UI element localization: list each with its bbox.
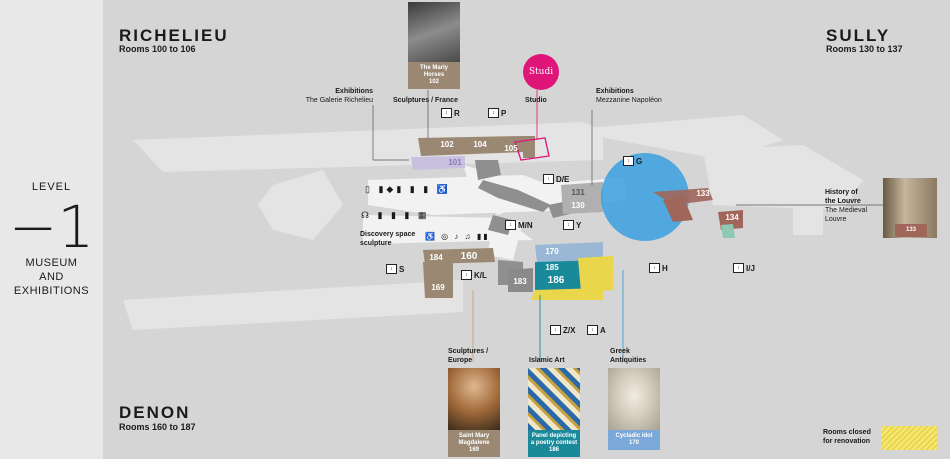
elevator-icon: ↕ (505, 220, 516, 230)
elevator-icon: ↕ (441, 108, 452, 118)
elevator-icon: ↕ (649, 263, 660, 273)
room-183[interactable]: 183 (513, 276, 527, 286)
toilets-icon: ▯ ▮◆▮ ▮ ▮ ♿ (365, 184, 451, 194)
level-number: −1 (8, 193, 95, 261)
wing-richelieu: RICHELIEU (119, 26, 229, 45)
access-DE[interactable]: ↕D/E (543, 174, 569, 184)
elevator-icon: ↕ (587, 325, 598, 335)
museum-map[interactable]: RICHELIEU Rooms 100 to 106 SULLY Rooms 1… (103, 0, 950, 459)
studio-label[interactable]: Studio (525, 97, 547, 104)
elevator-icon: ↕ (563, 220, 574, 230)
room-133[interactable]: 133 (696, 189, 710, 198)
room-170[interactable]: 170 (545, 247, 559, 256)
elevator-icon: ↕ (543, 174, 554, 184)
accessibility-icon: ♿ ◎ ♪ ♫ ▮▮ (425, 232, 490, 241)
wing-sully: SULLY (826, 26, 891, 45)
access-ZX[interactable]: ↕Z/X (550, 325, 575, 335)
room-131[interactable]: 131 (571, 187, 585, 197)
room-160[interactable]: 160 (460, 250, 478, 262)
room-130[interactable]: 130 (571, 200, 585, 210)
elevator-icon: ↕ (623, 156, 634, 166)
sculptures-europe-label[interactable]: Sculptures /Europe (448, 348, 489, 364)
audioguide-icon: ☊ ▮ ▮ ▮ ▦ (361, 210, 430, 220)
level-panel: LEVEL −1 MUSEUM AND EXHIBITIONS (0, 0, 103, 459)
wing-richelieu-rooms: Rooms 100 to 106 (119, 44, 196, 54)
elevator-icon: ↕ (550, 325, 561, 335)
level-subtitle: MUSEUM AND EXHIBITIONS (13, 257, 90, 297)
islamic-art-label[interactable]: Islamic Art (529, 357, 565, 364)
floor-plan (123, 90, 903, 362)
level-word: LEVEL (31, 181, 72, 193)
room-101[interactable]: 101 (448, 158, 462, 167)
room-184[interactable]: 184 (429, 252, 443, 262)
room-186[interactable]: 186 (547, 274, 565, 286)
wing-sully-rooms: Rooms 130 to 137 (826, 44, 903, 54)
card-history-louvre[interactable]: 133 (883, 178, 937, 251)
elevator-icon: ↕ (386, 264, 397, 274)
access-MN[interactable]: ↕M/N (505, 220, 533, 230)
room-105[interactable]: 105 (504, 143, 518, 153)
studio-logo[interactable]: Studi (523, 54, 559, 90)
elevator-icon: ↕ (733, 263, 744, 273)
access-H[interactable]: ↕H (649, 263, 668, 273)
room-102[interactable]: 102 (440, 139, 454, 149)
closed-rooms-swatch (881, 426, 937, 450)
room-169[interactable]: 169 (431, 282, 445, 292)
sculptures-france-label[interactable]: Sculptures / France (393, 97, 458, 104)
access-G[interactable]: ↕G (623, 156, 642, 166)
access-A[interactable]: ↕A (587, 325, 606, 335)
access-IJ[interactable]: ↕I/J (733, 263, 755, 273)
room-134[interactable]: 134 (725, 213, 739, 222)
wing-denon: DENON (119, 403, 191, 422)
access-R[interactable]: ↕R (441, 108, 460, 118)
wing-denon-rooms: Rooms 160 to 187 (119, 422, 196, 432)
access-S[interactable]: ↕S (386, 264, 404, 274)
access-P[interactable]: ↕P (488, 108, 506, 118)
room-104[interactable]: 104 (473, 139, 487, 149)
room-185[interactable]: 185 (545, 262, 559, 272)
elevator-icon: ↕ (488, 108, 499, 118)
elevator-icon: ↕ (461, 270, 472, 280)
access-KL[interactable]: ↕K/L (461, 270, 487, 280)
access-Y[interactable]: ↕Y (563, 220, 581, 230)
